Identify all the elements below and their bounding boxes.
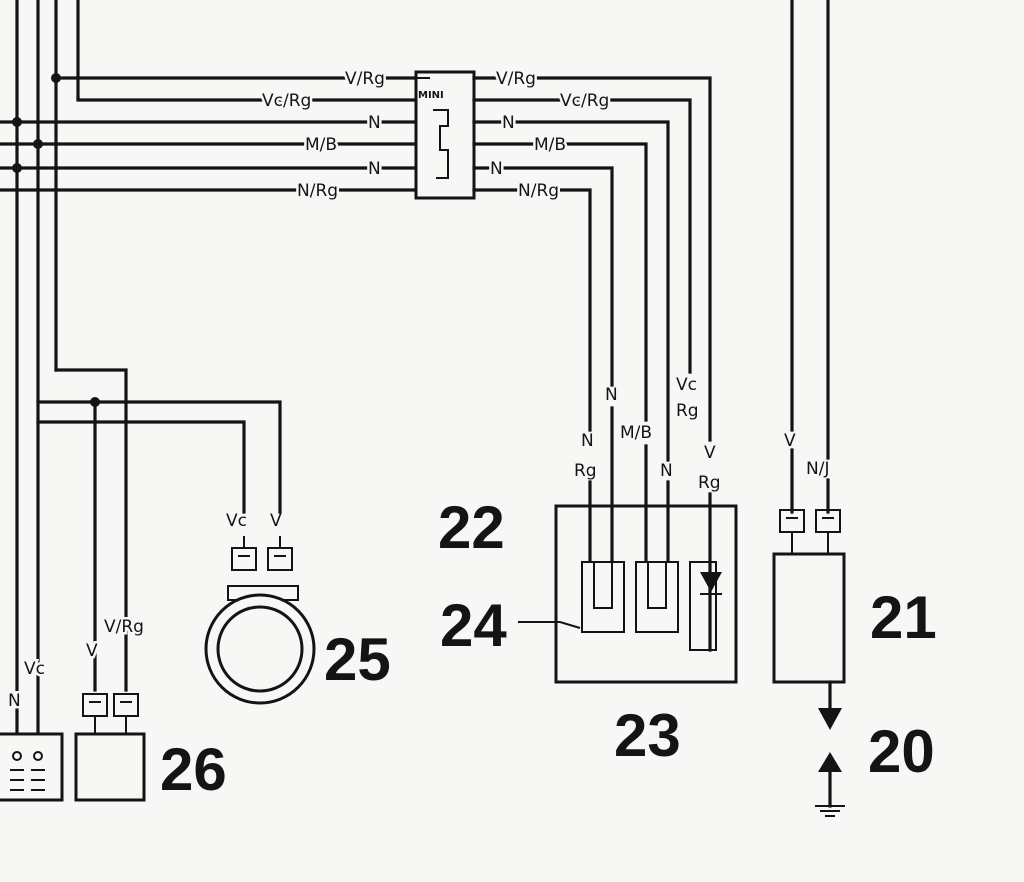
left-wire-labels: V/Rg Vc/Rg N M/B N N/Rg [260,67,388,204]
pin-label: Rg [676,401,699,421]
component-23-number: 23 [614,702,681,769]
component-22-number: 22 [438,494,505,561]
diode-icon [700,572,722,592]
horizontal-wires-right [472,76,712,462]
right-wire-labels: V/Rg Vc/Rg N M/B N N/Rg [488,67,612,204]
pin-label: Rg [574,461,597,481]
component-21-number: 21 [870,584,937,651]
component-26-number: 26 [160,736,227,803]
pin-label: N [581,431,594,451]
wire-label: V/Rg [496,69,536,89]
pin-label: N/J [806,459,829,479]
component-21-wires [790,0,830,514]
pin-label: N [605,385,618,405]
component-24-number: 24 [440,592,507,659]
component-26-wires [54,368,128,692]
pin-label: V [86,641,98,661]
pin-label: N [660,461,673,481]
pin-label: V/Rg [104,617,144,637]
wire-label: V/Rg [345,69,385,89]
wire-label: N [368,113,381,133]
component-25-connectors [227,536,299,601]
component-22-pin-labels: N Rg N M/B N Vc Rg V Rg [574,375,721,493]
arrow-down-icon [818,708,842,730]
component-25-wires [36,400,282,514]
pin-label: N [8,691,21,711]
pin-label: Vc [24,659,45,679]
wire-label: N/Rg [518,181,559,201]
pin-label: Rg [698,473,721,493]
pin-label: Vc [676,375,697,395]
wire-label: N [368,159,381,179]
component-25-number: 25 [324,626,391,693]
mini-connector-label: MINI [418,90,444,101]
pin-label: M/B [620,423,652,443]
arrow-up-icon [818,752,842,772]
wire-label: N/Rg [297,181,338,201]
horizontal-wires-left [0,76,422,192]
component-25-body [204,593,316,705]
wire-label: M/B [305,135,337,155]
wire-label: Vc/Rg [262,91,311,111]
pin-label: Vc [226,511,247,531]
pin-label: V [704,443,716,463]
component-21-box [772,552,846,684]
pointer-24 [518,621,581,629]
left-component [0,732,64,802]
junction-dots [12,73,100,407]
component-26-connectors [82,693,139,734]
ground-connection [815,680,845,817]
pin-label: V [270,511,282,531]
wire-label: M/B [534,135,566,155]
wire-label: N [490,159,503,179]
component-21-connectors [779,509,841,554]
component-20-number: 20 [868,718,935,785]
mini-connector: MINI [405,70,476,200]
pin-label: V [784,431,796,451]
component-23-box [554,504,738,684]
component-26-box [74,732,146,802]
wire-label: N [502,113,515,133]
wire-label: Vc/Rg [560,91,609,111]
